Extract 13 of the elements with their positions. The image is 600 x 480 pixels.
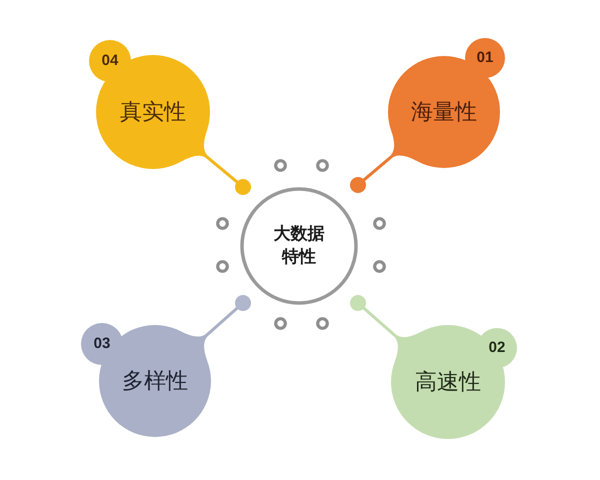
connector-line — [362, 154, 394, 182]
step-number: 01 — [476, 49, 494, 67]
feature-label: 海量性 — [411, 100, 477, 126]
feature-label: 高速性 — [415, 370, 481, 396]
connector-line — [204, 154, 238, 184]
step-number: 03 — [94, 335, 110, 353]
step-number: 04 — [102, 52, 118, 70]
center-label: 大数据特性 — [272, 223, 326, 269]
feature-label: 真实性 — [120, 100, 186, 126]
step-number: 02 — [488, 339, 506, 357]
feature-label: 多样性 — [122, 368, 188, 396]
connector-line — [204, 306, 238, 338]
connector-line — [362, 306, 398, 338]
